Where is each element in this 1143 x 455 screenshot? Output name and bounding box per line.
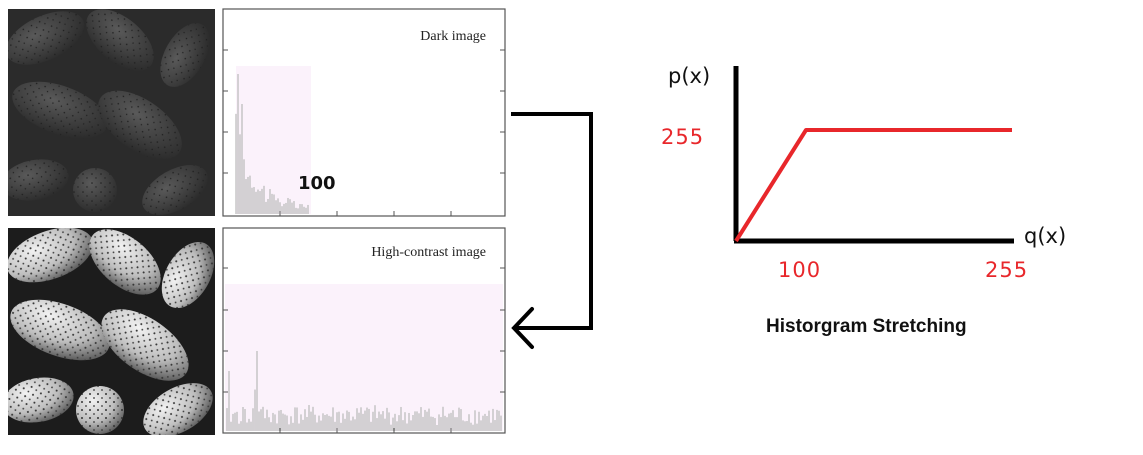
dark-histogram-panel: Dark image 100: [222, 8, 506, 217]
dark-histogram-title: Dark image: [420, 29, 486, 44]
transform-flow-arrow: [511, 112, 593, 349]
high-contrast-pollen-image: [8, 228, 215, 435]
x-axis-label: q(x): [1024, 224, 1066, 248]
diagram-caption: Historgram Stretching: [766, 316, 967, 337]
x-tick-100: 100: [778, 258, 821, 282]
stretching-function-graph: p(x) q(x) 255 100 255: [661, 64, 1066, 282]
high-contrast-histogram-region: [225, 284, 503, 431]
stretching-curve: [734, 128, 1012, 243]
y-axis-label: p(x): [668, 64, 710, 88]
x-tick-255: 255: [985, 258, 1028, 282]
dark-histogram-bars: [235, 74, 309, 214]
high-contrast-histogram-title: High-contrast image: [371, 245, 486, 260]
high-contrast-histogram-panel: High-contrast image: [222, 227, 506, 434]
dark-histogram-ticks: [223, 49, 505, 216]
dark-histogram-annotation: 100: [298, 173, 336, 194]
high-contrast-histogram-bars: [226, 351, 502, 431]
high-contrast-histogram-ticks: [223, 267, 505, 433]
y-tick-255: 255: [661, 125, 704, 149]
dark-pollen-image: [8, 9, 215, 216]
